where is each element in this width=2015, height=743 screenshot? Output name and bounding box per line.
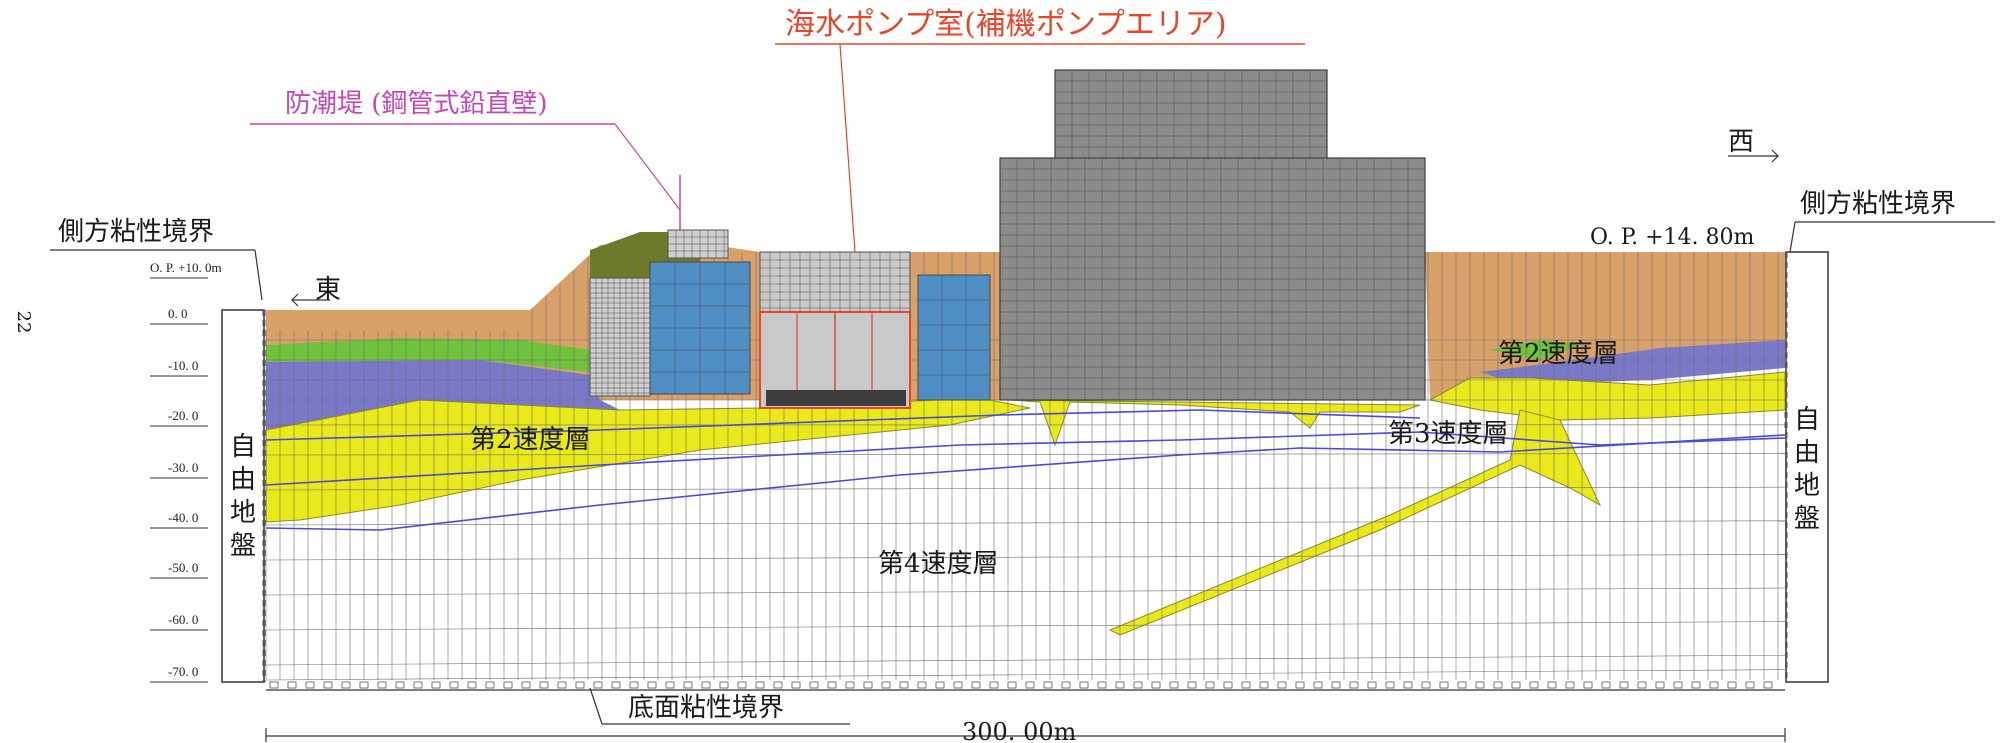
elevation-tick-label: -70. 0 [168, 664, 198, 679]
elevation-tick-label: -20. 0 [168, 408, 198, 423]
pump-room-leader [839, 43, 856, 253]
velocity-boundaries [265, 409, 1786, 531]
free-field-right-label: 自 由 地 盤 [1794, 405, 1820, 534]
free-field-right-char-3: 地 [1794, 471, 1820, 501]
layer2-left-label: 第2速度層 [470, 425, 591, 455]
pump-room-structure [759, 251, 911, 409]
free-field-right-char-1: 自 [1794, 405, 1820, 435]
bottom-boundary-label: 底面粘性境界 [628, 693, 784, 723]
elevation-right-top: O. P. +14. 80m [1590, 225, 1754, 250]
layer3-yellow-wedge [1108, 409, 1602, 636]
fem-mesh [265, 252, 1786, 681]
free-field-left-char-1: 自 [230, 432, 256, 462]
pump-room-base-slab [766, 390, 906, 406]
elevation-tick-label: -60. 0 [168, 612, 198, 627]
free-field-left-char-4: 盤 [230, 531, 256, 561]
seawall-leader [614, 123, 681, 211]
width-dimension-label: 300. 00m [962, 718, 1077, 743]
structure-grid [589, 69, 1426, 401]
elevation-tick-label: 0. 0 [168, 306, 188, 321]
width-dimension: 300. 00m [265, 718, 1786, 743]
layer4-region [266, 430, 1785, 680]
fill-soil-right [1425, 252, 1785, 400]
side-boundary-left-label: 側方粘性境界 [58, 217, 214, 247]
elevation-axis: O. P. +10. 0m 0. 0 -10. 0 -20. 0 -30. 0 -40. … [150, 260, 222, 683]
layer-green [266, 338, 590, 372]
elevation-tick-label: -10. 0 [168, 358, 198, 373]
pump-room-title: 海水ポンプ室(補機ポンプエリア) [785, 7, 1227, 42]
layer3-label: 第3速度層 [1388, 419, 1509, 449]
free-field-left-char-2: 由 [230, 465, 256, 495]
direction-west: 西 [1728, 127, 1754, 157]
elevation-tick-label: -50. 0 [168, 560, 198, 575]
free-field-left-label: 自 由 地 盤 [230, 432, 256, 561]
layer-purple-right [1480, 340, 1785, 385]
free-field-right-char-4: 盤 [1794, 504, 1820, 534]
free-field-left-column [221, 309, 266, 683]
elevation-tick-label: -40. 0 [168, 510, 198, 525]
seawall-title: 防潮堤 (鋼管式鉛直壁) [285, 89, 548, 119]
free-field-left-char-3: 地 [230, 498, 256, 528]
free-field-right-column [1784, 251, 1829, 683]
side-boundary-right-label: 側方粘性境界 [1800, 189, 1956, 219]
layer4-label: 第4速度層 [878, 549, 999, 579]
layer2-right-label: 第2速度層 [1498, 339, 1619, 369]
elevation-tick-label: O. P. +10. 0m [150, 260, 222, 275]
free-field-right-char-2: 由 [1794, 438, 1820, 468]
layer-green-right [1490, 340, 1580, 360]
bottom-viscous-dashpots [266, 681, 1785, 691]
seawall-blue-block-right [917, 274, 991, 401]
elevation-tick-label: -30. 0 [168, 460, 198, 475]
page-number: 22 [13, 311, 34, 334]
pump-room-upper [759, 251, 911, 313]
